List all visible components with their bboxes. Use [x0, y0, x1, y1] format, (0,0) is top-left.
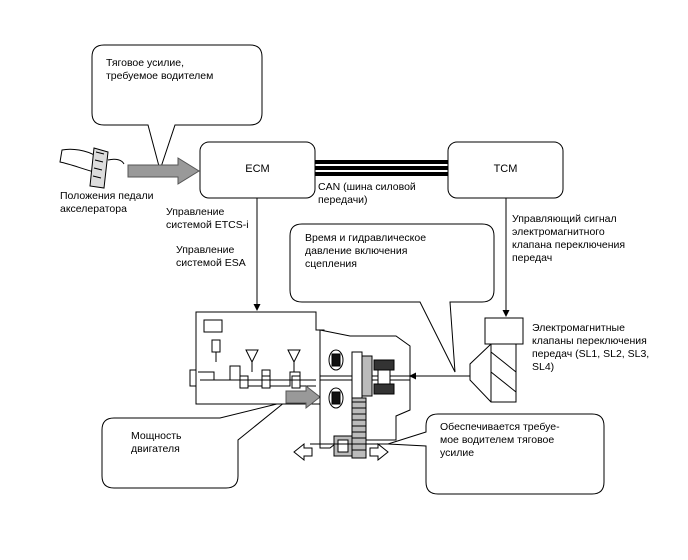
solenoid-valves-label: Электромагнитные клапаны переключения пе…	[532, 322, 650, 373]
tcm-label: TCM	[493, 163, 518, 175]
etcs-control-label: Управление системой ETCS-i	[166, 206, 249, 231]
esa-control-label: Управление системой ESA	[176, 244, 246, 269]
pedal-position-label: Положения педали акселератора	[60, 190, 154, 215]
right-output-arrow-icon	[369, 442, 389, 462]
accelerator-pedal-icon	[59, 147, 125, 189]
can-bus-label: CAN (шина силовой передачи)	[318, 181, 416, 206]
transmission-drawing	[310, 329, 411, 459]
driver-force-callout-text: Тяговое усилие, требуемое водителем	[106, 57, 214, 82]
engine-power-callout-bubble	[101, 401, 286, 489]
driver-force-callout-bubble	[91, 44, 263, 172]
left-output-arrow-icon	[293, 442, 313, 462]
provided-force-callout-bubble	[387, 413, 605, 495]
pedal-to-ecm-arrow	[127, 157, 200, 185]
shift-signal-label: Управляющий сигнал электромагнитного кла…	[512, 213, 626, 264]
engine-power-callout-text: Мощность двигателя	[131, 430, 182, 455]
ecm-label: ECM	[245, 163, 270, 175]
solenoid-block	[484, 317, 524, 345]
engine-drawing	[189, 311, 325, 405]
clutch-pressure-callout-text: Время и гидравлическое давление включени…	[305, 232, 427, 270]
can-bus-lines	[315, 160, 448, 176]
clutch-pressure-callout-bubble	[289, 223, 495, 373]
engine-power-arrow	[285, 384, 321, 410]
provided-force-callout-text: Обеспечивается требуе- мое водителем тяг…	[440, 421, 560, 459]
